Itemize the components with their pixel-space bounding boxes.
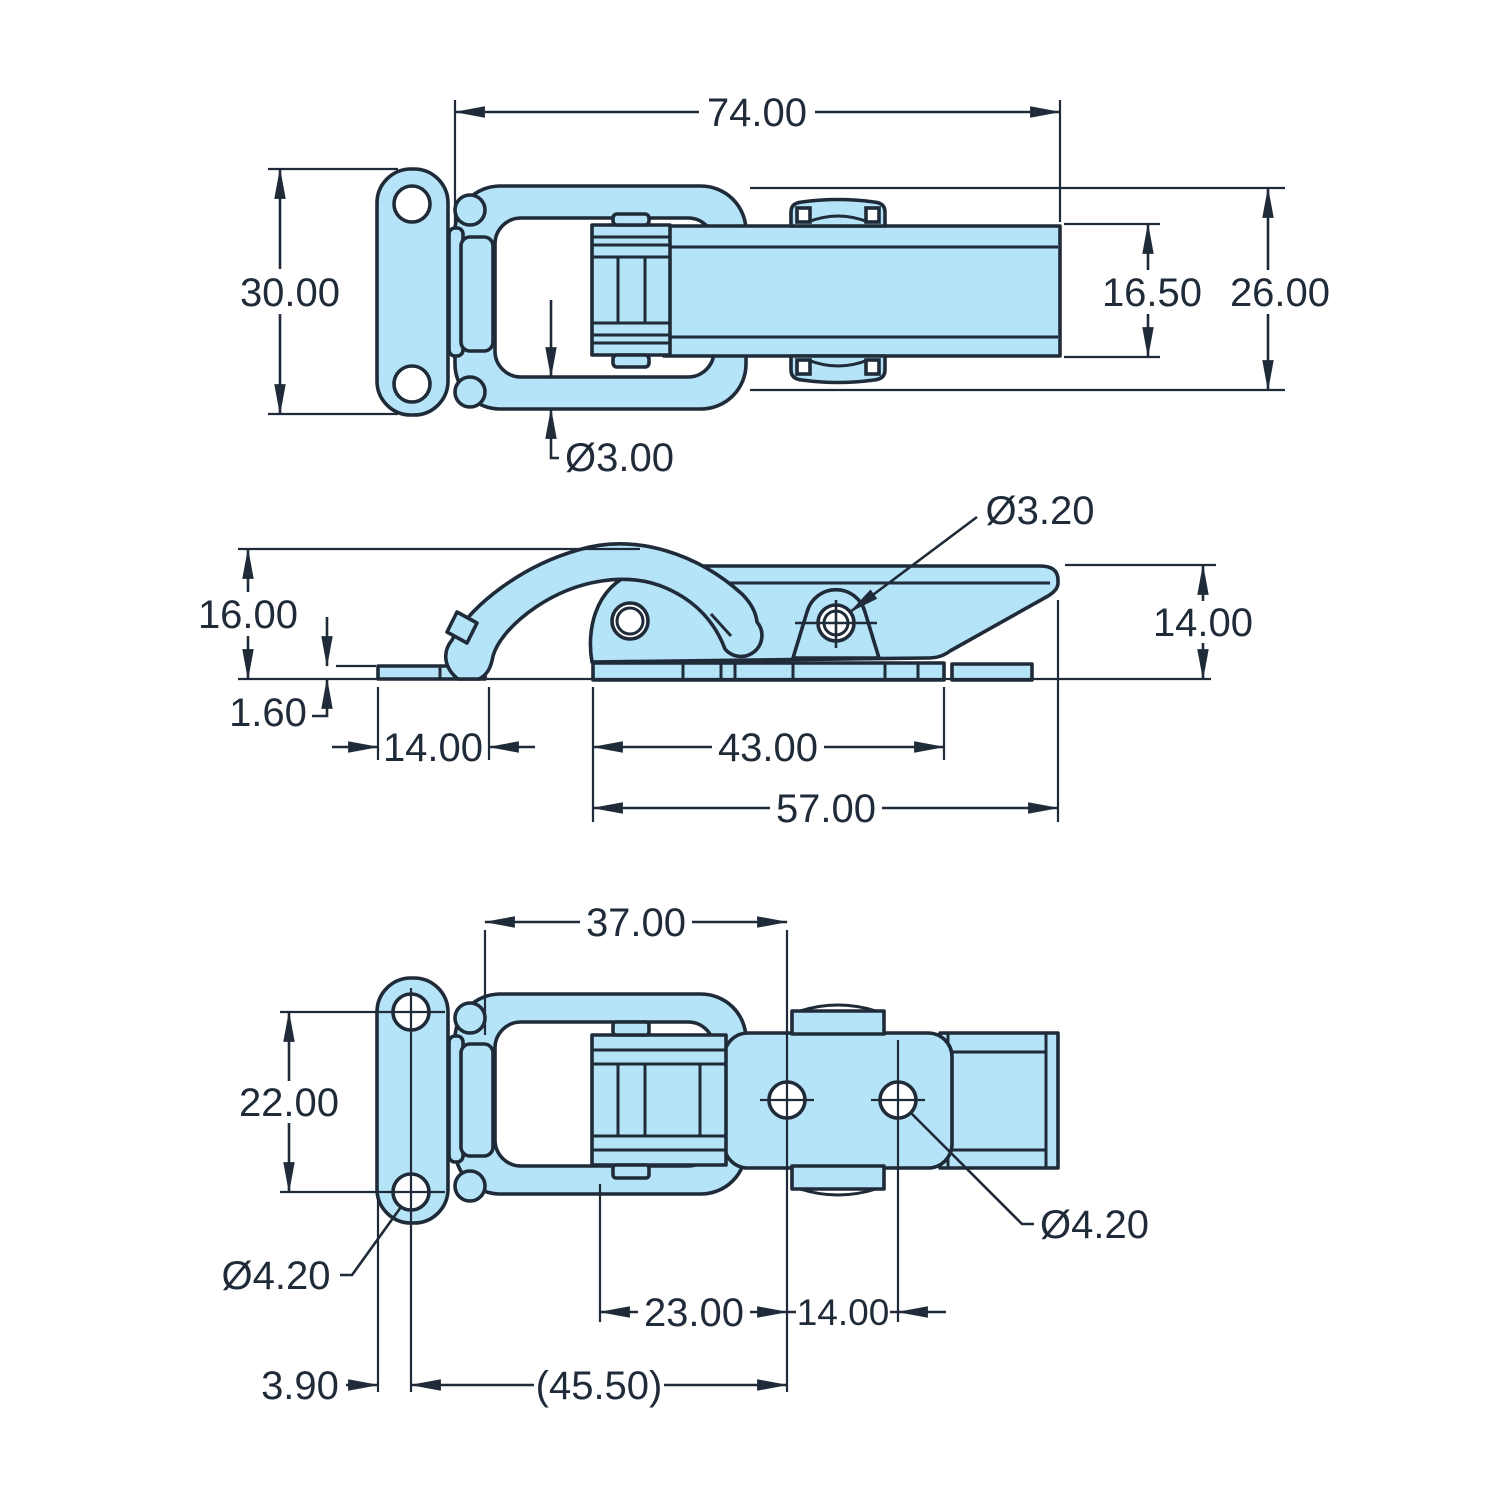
side-view (376, 542, 1060, 682)
keeper-base-end (950, 662, 1034, 682)
spring-clip-top (789, 197, 887, 228)
dim-bottom-pivot-to-hole: 23.00 (644, 1291, 744, 1335)
dim-bottom-hole-spacing: 22.00 (239, 1081, 339, 1125)
dim-side-hole-diameter: Ø3.20 (986, 489, 1095, 533)
dim-top-overall-width: 74.00 (707, 91, 807, 135)
top-view (375, 167, 1062, 417)
dim-top-arm-height: 16.50 (1102, 271, 1202, 315)
draw-arm-bottom (938, 1031, 1060, 1170)
dim-bottom-reference-length: (45.50) (536, 1364, 663, 1408)
dim-side-hole-to-end: 43.00 (718, 726, 818, 770)
bail-end-curl-bottom (453, 375, 487, 409)
bottom-view (375, 976, 1060, 1225)
hook-tab (445, 610, 479, 645)
dim-side-plate-length: 14.00 (383, 726, 483, 770)
hinge-bracket2 (459, 1042, 495, 1158)
keeper-base (591, 661, 946, 682)
dim-top-wire-diameter: Ø3.00 (565, 436, 674, 480)
body-hole-leader (910, 1112, 1034, 1226)
dim-side-overall-length: 57.00 (776, 787, 876, 831)
dim-bottom-body-hole-dia: Ø4.20 (1040, 1203, 1149, 1247)
dim-bottom-loop-length: 37.00 (586, 901, 686, 945)
dim-bottom-hole-to-hole: 14.00 (797, 1292, 890, 1333)
hook-arch (444, 542, 764, 681)
side-view-dimensions: 16.00 1.60 14.00 43.00 57.00 14.00 Ø3.20 (192, 489, 1259, 831)
dim-bottom-plate-hole-dia: Ø4.20 (222, 1254, 331, 1298)
hinge-bracket (459, 235, 495, 353)
dim-side-overall-height: 16.00 (198, 593, 298, 637)
thickness-dim (312, 617, 333, 718)
bail-end-curl-bottom2 (453, 1169, 487, 1203)
bail-end-curl-top2 (453, 1001, 487, 1035)
wire-diameter-leader (545, 300, 559, 460)
dim-top-plate-height: 30.00 (240, 271, 340, 315)
dim-top-overall-height: 26.00 (1230, 271, 1330, 315)
plate-hole-leader (340, 1206, 403, 1277)
dim-side-keeper-height: 14.00 (1153, 601, 1253, 645)
plate-hole-top (392, 184, 432, 224)
bottom-view-dimensions: 37.00 22.00 Ø4.20 Ø4.20 23.00 14.00 3.90… (222, 901, 1149, 1408)
plate-hole-bottom (392, 364, 432, 404)
bail-end-curl-top (453, 193, 487, 227)
spring-clip-bottom (789, 354, 887, 385)
dim-bottom-edge-to-hole: 3.90 (261, 1364, 339, 1408)
lever-mechanism-bottom (590, 1020, 728, 1180)
clip-tab-top (790, 1003, 886, 1036)
lever-mechanism (590, 212, 672, 369)
draw-arm (662, 224, 1062, 358)
dim-side-base-thickness: 1.60 (229, 691, 307, 735)
clip-tab-bottom (790, 1164, 886, 1197)
top-view-dimensions: 74.00 30.00 16.50 26.00 Ø3.00 (234, 90, 1336, 480)
